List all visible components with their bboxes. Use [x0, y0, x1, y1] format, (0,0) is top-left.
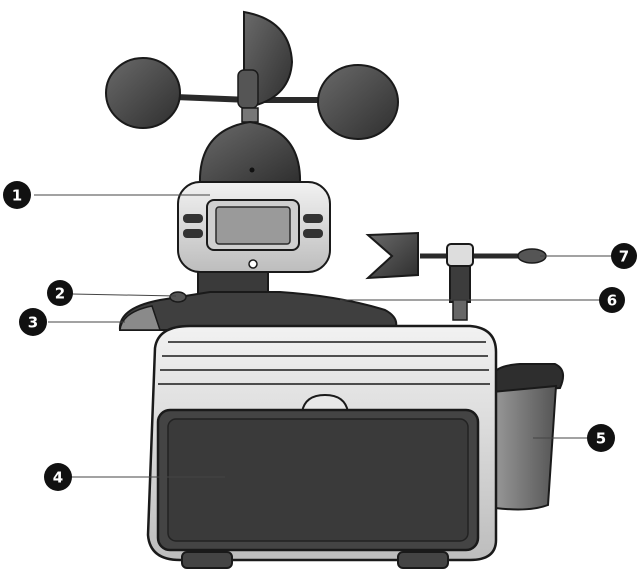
lcd-indicator-hole [248, 259, 258, 269]
light-sensor [169, 291, 187, 303]
vane-mast-base [452, 299, 468, 321]
lcd-button-right-2 [303, 229, 323, 238]
anemometer-cup-left [105, 57, 181, 129]
foot-right [397, 551, 449, 569]
anemometer-cup-right [317, 64, 399, 140]
callout-5-badge [587, 424, 615, 452]
callout-6-label: 6 [607, 292, 617, 310]
callout-4-badge [44, 463, 72, 491]
callout-3-badge [19, 308, 47, 336]
callout-4-label: 4 [53, 469, 63, 487]
anemometer-hub [237, 69, 259, 109]
vane-mast [449, 261, 471, 303]
vane-tail-fin [365, 231, 419, 280]
callout-2-badge [47, 280, 73, 306]
callout-3-label: 3 [28, 314, 38, 332]
callout-3: 3 [19, 308, 47, 336]
callout-7-badge [611, 243, 637, 269]
callout-4: 4 [44, 463, 72, 491]
base-unit [146, 324, 498, 569]
lcd-button-right-1 [303, 214, 323, 223]
rain-collector-bin [490, 384, 558, 511]
leader-line-2 [71, 293, 177, 297]
base-latch [300, 393, 350, 413]
callout-5: 5 [587, 424, 615, 452]
callout-1-badge [3, 181, 31, 209]
anemometer-shaft [241, 107, 259, 123]
foot-left [181, 551, 233, 569]
callout-6-badge [599, 287, 625, 313]
lcd-head-unit [177, 181, 331, 273]
left-wing-tip [119, 305, 162, 331]
callout-5-label: 5 [596, 430, 606, 448]
dome-sensor-dot [249, 167, 255, 173]
lcd-button-left-1 [183, 214, 203, 223]
callout-7: 7 [611, 243, 637, 269]
sensor-dome [198, 120, 302, 186]
wind-vane [365, 231, 547, 321]
solar-panel [167, 418, 469, 542]
lcd-button-left-2 [183, 229, 203, 238]
solar-wing [118, 291, 398, 331]
leader-lines [34, 194, 612, 478]
callout-2-label: 2 [55, 285, 65, 303]
anemometer [105, 10, 399, 140]
lcd-screen [215, 206, 291, 245]
callout-2: 2 [47, 280, 73, 306]
callout-6: 6 [599, 287, 625, 313]
callout-7-label: 7 [619, 248, 629, 266]
callout-1-label: 1 [12, 187, 22, 205]
callout-1: 1 [3, 181, 31, 209]
vane-pivot [446, 243, 474, 267]
rain-gauge [490, 363, 565, 511]
